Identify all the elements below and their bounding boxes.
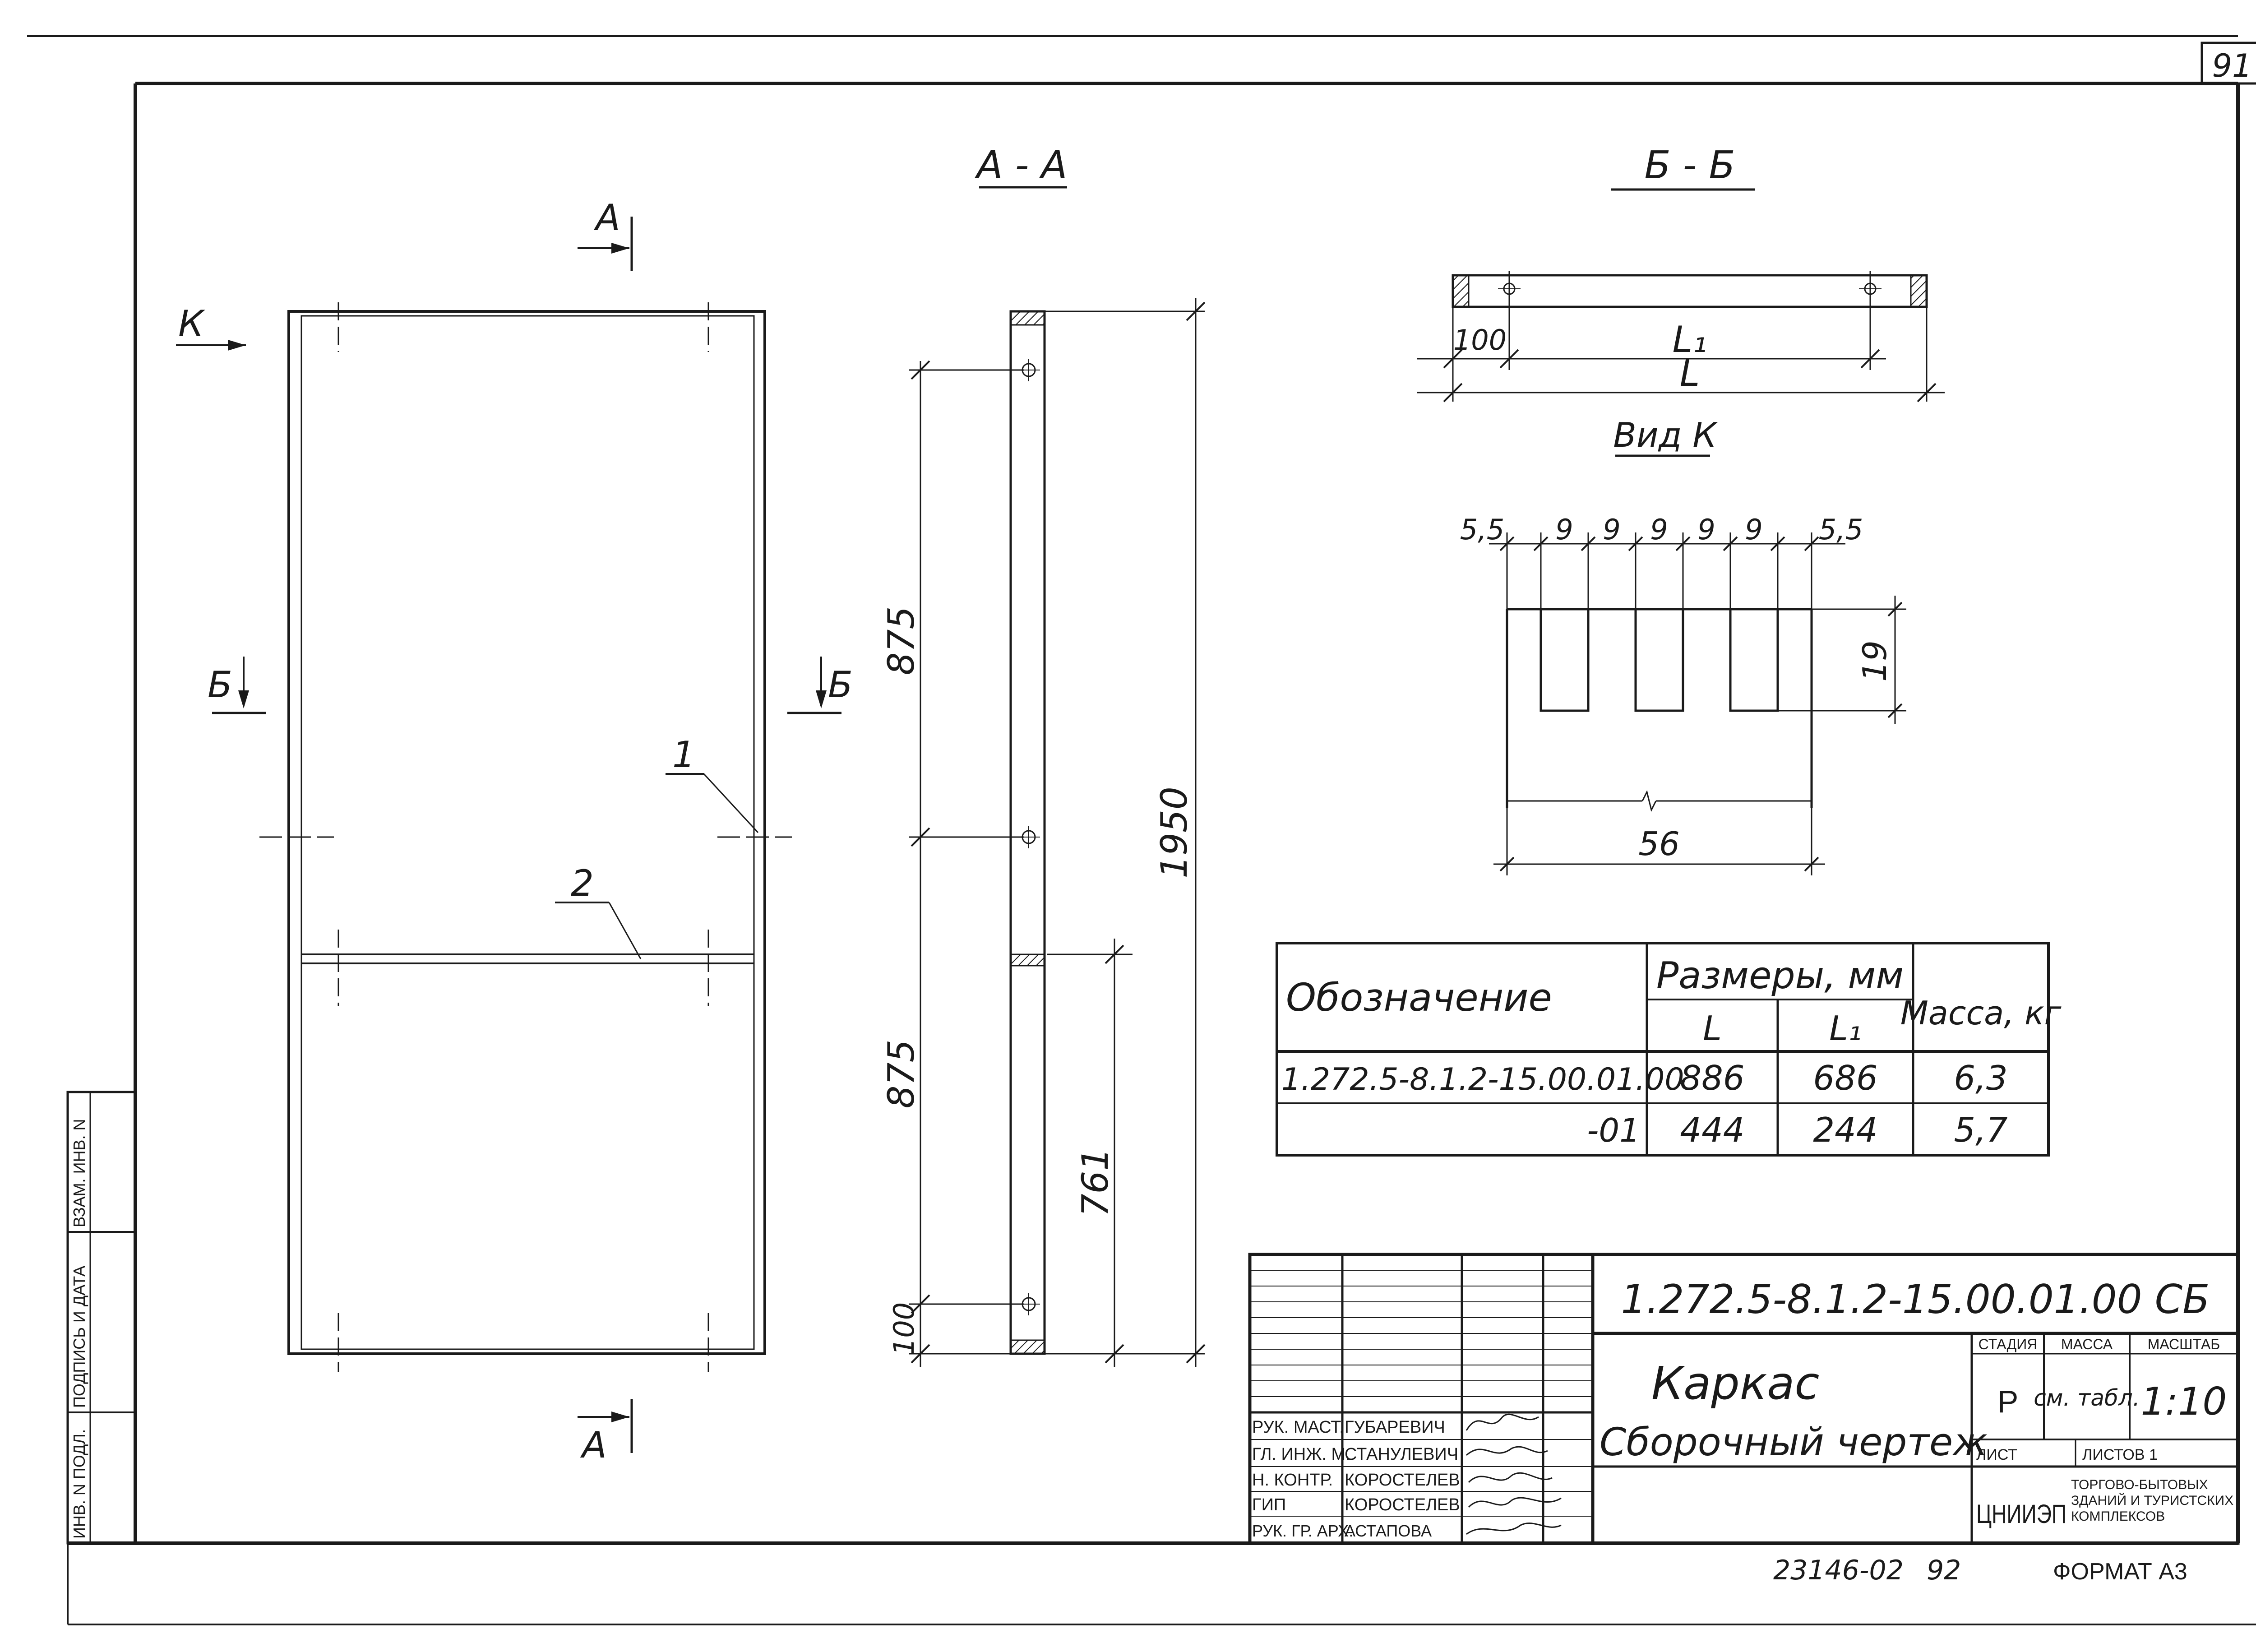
vk-dim-5: 9 [1745,513,1762,546]
tb-org-logo: ЦНИИЭП [1976,1499,2066,1529]
th-L: L [1703,1009,1722,1048]
dim-875-bottom: 875 [880,1040,922,1109]
td-0-mass: 6,3 [1954,1058,2007,1098]
vk-dim-2: 9 [1603,513,1620,546]
tb-name-3: КОРОСТЕЛЕВ [1345,1495,1460,1514]
sheet-number-box: 91 [2201,42,2256,85]
vk-dim-6: 5,5 [1819,513,1863,546]
section-b-left-label: Б [208,664,232,706]
tb-sheets-label: ЛИСТОВ 1 [2082,1446,2158,1463]
bb-dim-100: 100 [1453,324,1507,356]
front-view: А А К Б Б 1 2 [176,197,853,1466]
tb-title-2: Сборочный чертеж [1600,1420,1988,1465]
tb-scale-label: МАСШТАБ [2148,1336,2220,1352]
section-aa-title: А - А [974,143,1067,188]
section-a-top-label: А [593,197,620,239]
stamp-vzam-inv: ВЗАМ. ИНВ. N [70,1119,88,1227]
stamp-podpis-data: ПОДПИСЬ И ДАТА [70,1266,88,1408]
view-k-label: К [178,303,205,345]
tb-role-4: РУК. ГР. АРХ. [1252,1522,1353,1540]
vk-dim-4: 9 [1697,513,1715,546]
bb-dim-L: L [1680,352,1700,394]
title-block: РУК. МАСТ. ГУБАРЕВИЧ ГЛ. ИНЖ. М. СТАНУЛЕ… [1248,1253,2240,1545]
dim-875-top: 875 [880,606,922,676]
vk-dim-19: 19 [1856,640,1894,682]
org-logo: ЦНИИЭП ТОРГОВО-БЫТОВЫХ ЗДАНИЙ И ТУРИСТСК… [1976,1477,2233,1529]
vk-dim-1: 9 [1555,513,1573,546]
callout-2: 2 [571,862,594,904]
tb-name-1: СТАНУЛЕВИЧ [1345,1445,1458,1464]
vk-dim-56: 56 [1638,825,1680,863]
tb-role-0: РУК. МАСТ. [1252,1418,1344,1437]
sheet-frame [27,35,2256,1625]
tb-org-name-1: ЗДАНИЙ И ТУРИСТСКИХ [2071,1493,2233,1508]
tb-sheet-label: ЛИСТ [1976,1446,2017,1463]
callout-1: 1 [672,734,695,776]
archive-number: 23146-02 [1773,1555,1904,1586]
th-sizes: Размеры, мм [1656,954,1904,997]
tb-code: 1.272.5-8.1.2-15.00.01.00 СБ [1621,1276,2210,1323]
tb-org-name-2: КОМПЛЕКСОВ [2071,1509,2165,1524]
tb-name-2: КОРОСТЕЛЕВ [1345,1471,1460,1490]
tb-org-name-0: ТОРГОВО-БЫТОВЫХ [2071,1477,2208,1492]
td-1-L: 444 [1680,1110,1744,1150]
dim-100: 100 [888,1302,920,1356]
tb-name-4: АСТАПОВА [1345,1522,1432,1540]
vk-dim-0: 5,5 [1460,513,1505,546]
td-1-designation: -01 [1587,1111,1640,1149]
section-b-right-label: Б [828,664,853,706]
stamp-inv-podl: ИНВ. N ПОДЛ. [70,1429,88,1539]
archive-year: 92 [1927,1555,1961,1586]
tb-name-0: ГУБАРЕВИЧ [1345,1418,1445,1437]
signatures [1465,1413,1562,1535]
th-mass: Масса, кг [1900,994,2062,1032]
format-label: ФОРМАТ А3 [2053,1559,2187,1585]
td-1-L1: 244 [1813,1110,1877,1150]
td-0-L1: 686 [1813,1058,1877,1098]
td-0-designation: 1.272.5-8.1.2-15.00.01.00 [1281,1062,1684,1097]
sheet-number: 91 [2212,47,2252,84]
tb-role-3: ГИП [1252,1495,1286,1514]
view-k-title: Вид К [1613,415,1718,455]
tb-role-2: Н. КОНТР. [1252,1471,1333,1490]
tb-mass-label: МАССА [2061,1336,2113,1352]
tb-role-1: ГЛ. ИНЖ. М. [1252,1445,1350,1464]
view-k: Вид К 5,5 9 9 9 9 9 5,5 [1460,415,1906,875]
spec-table: Обозначение Размеры, мм L L₁ Масса, кг 1… [1276,942,2062,1157]
th-designation: Обозначение [1286,976,1552,1020]
dim-761: 761 [1074,1148,1116,1217]
tb-scale-value: 1:10 [2141,1379,2227,1424]
tb-stage-label: СТАДИЯ [1979,1336,2038,1352]
tb-mass-value: см. табл. [2034,1385,2140,1411]
tb-title-1: Каркас [1651,1357,1819,1410]
side-stamp: ИНВ. N ПОДЛ. ПОДПИСЬ И ДАТА ВЗАМ. ИНВ. N [66,1091,137,1545]
dim-1950: 1950 [1153,787,1195,879]
td-0-L: 886 [1680,1058,1744,1098]
sheet-footer: 23146-02 92 ФОРМАТ А3 [1773,1555,2187,1586]
td-1-mass: 5,7 [1954,1110,2008,1150]
section-aa: А - А 875 875 100 1950 [880,143,1206,1367]
section-a-bottom-label: А [580,1424,607,1466]
th-L1: L₁ [1829,1009,1862,1048]
bb-dim-L1: L₁ [1673,319,1707,361]
section-bb-title: Б - Б [1644,143,1735,188]
vk-dim-3: 9 [1650,513,1668,546]
section-bb: Б - Б 100 L₁ L [1417,143,1945,403]
tb-stage-value: Р [1997,1384,2019,1419]
